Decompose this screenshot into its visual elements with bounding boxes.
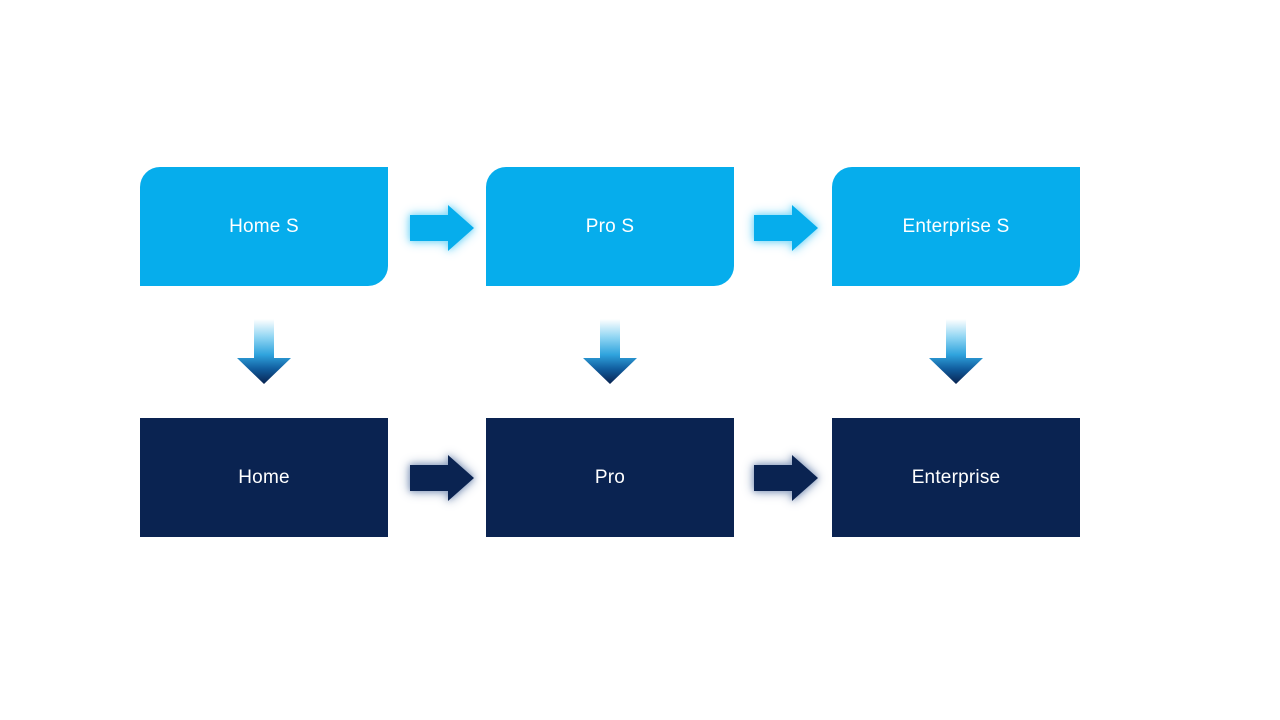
right-arrow-home-s-to-pro-s-icon [410, 205, 474, 251]
box-home-s-label: Home S [229, 215, 299, 237]
down-arrow-pro-s-to-pro-icon [583, 319, 637, 384]
right-arrow-pro-s-to-enterprise-s-icon [754, 205, 818, 251]
box-pro-s-label: Pro S [585, 215, 635, 237]
right-arrow-home-to-pro-icon [410, 455, 474, 501]
box-home-label: Home [238, 466, 290, 488]
down-arrow-enterprise-s-to-enterprise-icon [929, 319, 983, 384]
right-arrow-pro-to-enterprise-icon [754, 455, 818, 501]
box-pro-label: Pro [594, 466, 626, 488]
box-enterprise-s: Enterprise S [832, 167, 1080, 286]
box-pro-s: Pro S [486, 167, 734, 286]
box-enterprise: Enterprise [832, 418, 1080, 537]
box-home: Home [140, 418, 388, 537]
down-arrow-home-s-to-home-icon [237, 319, 291, 384]
box-enterprise-label: Enterprise [911, 466, 1001, 488]
box-home-s: Home S [140, 167, 388, 286]
box-pro: Pro [486, 418, 734, 537]
box-enterprise-s-label: Enterprise S [902, 215, 1010, 237]
